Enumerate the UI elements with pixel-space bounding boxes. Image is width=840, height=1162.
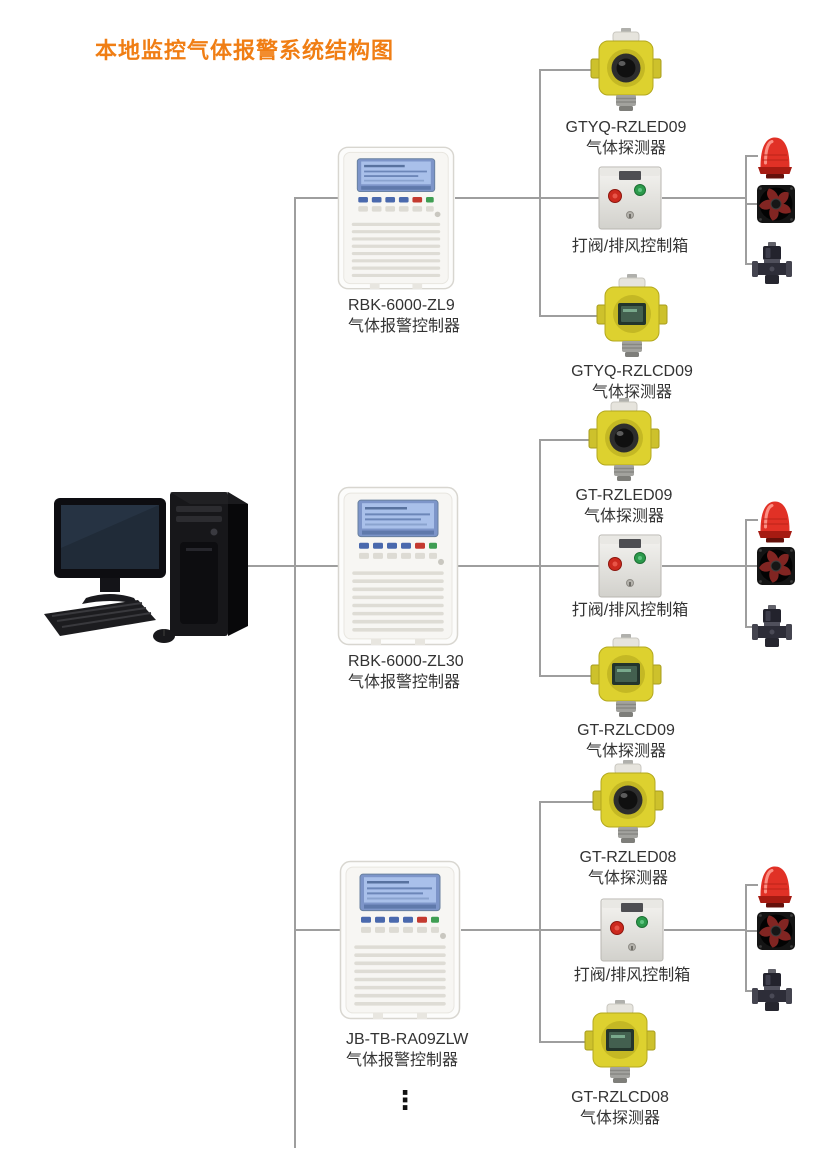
- trunk-to-controller-3-line: [294, 929, 342, 931]
- gas-detector-lcd-1: [596, 274, 668, 358]
- detector-led-2-type: 气体探测器: [583, 508, 664, 525]
- detector-lcd-1-model: GTYQ-RZLCD09: [571, 363, 693, 380]
- branch-1-bottom-detector-line: [539, 315, 600, 317]
- trunk-to-controller-1-line: [294, 197, 340, 199]
- control-box-1-label-text: 打阀/排风控制箱: [571, 238, 689, 255]
- box-3-to-outputs-line: [664, 929, 746, 931]
- controller-2-label: RBK-6000-ZL30 气体报警控制器: [348, 651, 464, 693]
- outputs-1-alarm-line: [745, 155, 758, 157]
- detector-lcd-2-model: GT-RZLCD09: [577, 722, 675, 739]
- control-box-1-label: 打阀/排风控制箱: [555, 236, 705, 257]
- detector-led-2-label: GT-RZLED09 气体探测器: [549, 485, 699, 527]
- gas-detector-lcd-2: [590, 634, 662, 718]
- gas-alarm-controller-3: [339, 860, 461, 1020]
- control-box-3-label: 打阀/排风控制箱: [557, 965, 707, 986]
- controller-3-model: JB-TB-RA09ZLW: [346, 1031, 469, 1048]
- detector-lcd-3-label: GT-RZLCD08 气体探测器: [545, 1087, 695, 1129]
- detector-led-1-label: GTYQ-RZLED09 气体探测器: [551, 117, 701, 159]
- outputs-3-fan-line: [745, 930, 758, 932]
- alarm-beacon-2: [753, 497, 797, 543]
- more-controllers-ellipsis: ⋮: [392, 1085, 418, 1115]
- gas-detector-lcd-3: [584, 1000, 656, 1084]
- outputs-1-valve-line: [745, 263, 758, 265]
- gas-detector-led-3: [592, 760, 664, 844]
- exhaust-fan-3: [757, 912, 795, 950]
- solenoid-valve-3: [752, 969, 792, 1013]
- controller-3-type: 气体报警控制器: [346, 1052, 459, 1069]
- outputs-1-fan-line: [745, 203, 758, 205]
- gas-alarm-controller-1: [337, 146, 455, 290]
- valve-fan-control-box-1: [598, 166, 662, 230]
- solenoid-valve-1: [752, 242, 792, 286]
- solenoid-valve-2: [752, 605, 792, 649]
- outputs-1-bus-line: [745, 155, 747, 265]
- outputs-3-bus-line: [745, 884, 747, 992]
- gas-alarm-controller-2: [337, 486, 459, 646]
- controller-1-type: 气体报警控制器: [348, 318, 461, 335]
- detector-lcd-1-label: GTYQ-RZLCD09 气体探测器: [557, 361, 707, 403]
- controller-2-model: RBK-6000-ZL30: [348, 653, 464, 670]
- controller-1-label: RBK-6000-ZL9 气体报警控制器: [348, 295, 460, 337]
- branch-1-bus-line: [539, 69, 541, 317]
- exhaust-fan-2: [757, 547, 795, 585]
- control-box-3-label-text: 打阀/排风控制箱: [573, 967, 691, 984]
- exhaust-fan-1: [757, 185, 795, 223]
- branch-3-top-detector-line: [539, 801, 596, 803]
- computer-to-controller-2-line: [246, 565, 340, 567]
- controller-2-type: 气体报警控制器: [348, 674, 461, 691]
- controller-3-to-box-line: [461, 929, 602, 931]
- detector-lcd-1-type: 气体探测器: [591, 384, 672, 401]
- controller-1-to-box-line: [455, 197, 600, 199]
- branch-2-bottom-detector-line: [539, 675, 594, 677]
- detector-led-3-label: GT-RZLED08 气体探测器: [553, 847, 703, 889]
- outputs-2-valve-line: [745, 626, 758, 628]
- detector-led-3-model: GT-RZLED08: [579, 849, 677, 866]
- alarm-beacon-3: [753, 862, 797, 908]
- branch-3-bus-line: [539, 801, 541, 1043]
- outputs-2-alarm-line: [745, 519, 758, 521]
- branch-3-bottom-detector-line: [539, 1041, 590, 1043]
- valve-fan-control-box-3: [600, 898, 664, 962]
- outputs-3-valve-line: [745, 990, 758, 992]
- detector-lcd-3-model: GT-RZLCD08: [571, 1089, 669, 1106]
- monitoring-computer: [42, 488, 260, 646]
- outputs-3-alarm-line: [745, 884, 758, 886]
- controller-1-model: RBK-6000-ZL9: [348, 297, 455, 314]
- trunk-bus-line: [294, 197, 296, 1148]
- detector-led-3-type: 气体探测器: [587, 870, 668, 887]
- control-box-2-label-text: 打阀/排风控制箱: [571, 602, 689, 619]
- box-1-to-outputs-line: [662, 197, 746, 199]
- diagram-title: 本地监控气体报警系统结构图: [95, 38, 395, 63]
- controller-3-label: JB-TB-RA09ZLW 气体报警控制器: [346, 1029, 468, 1071]
- outputs-2-bus-line: [745, 519, 747, 628]
- detector-lcd-2-label: GT-RZLCD09 气体探测器: [551, 720, 701, 762]
- controller-2-to-box-line: [457, 565, 600, 567]
- gas-detector-led-2: [588, 398, 660, 482]
- detector-lcd-2-type: 气体探测器: [585, 743, 666, 760]
- gas-detector-led-1: [590, 28, 662, 112]
- detector-led-2-model: GT-RZLED09: [575, 487, 673, 504]
- valve-fan-control-box-2: [598, 534, 662, 598]
- branch-2-top-detector-line: [539, 439, 592, 441]
- detector-lcd-3-type: 气体探测器: [579, 1110, 660, 1127]
- alarm-beacon-1: [753, 133, 797, 179]
- detector-led-1-model: GTYQ-RZLED09: [565, 119, 687, 136]
- detector-led-1-type: 气体探测器: [585, 140, 666, 157]
- box-2-to-outputs-line: [662, 565, 746, 567]
- outputs-2-fan-line: [745, 565, 758, 567]
- branch-1-top-detector-line: [539, 69, 596, 71]
- branch-2-bus-line: [539, 439, 541, 677]
- control-box-2-label: 打阀/排风控制箱: [555, 600, 705, 621]
